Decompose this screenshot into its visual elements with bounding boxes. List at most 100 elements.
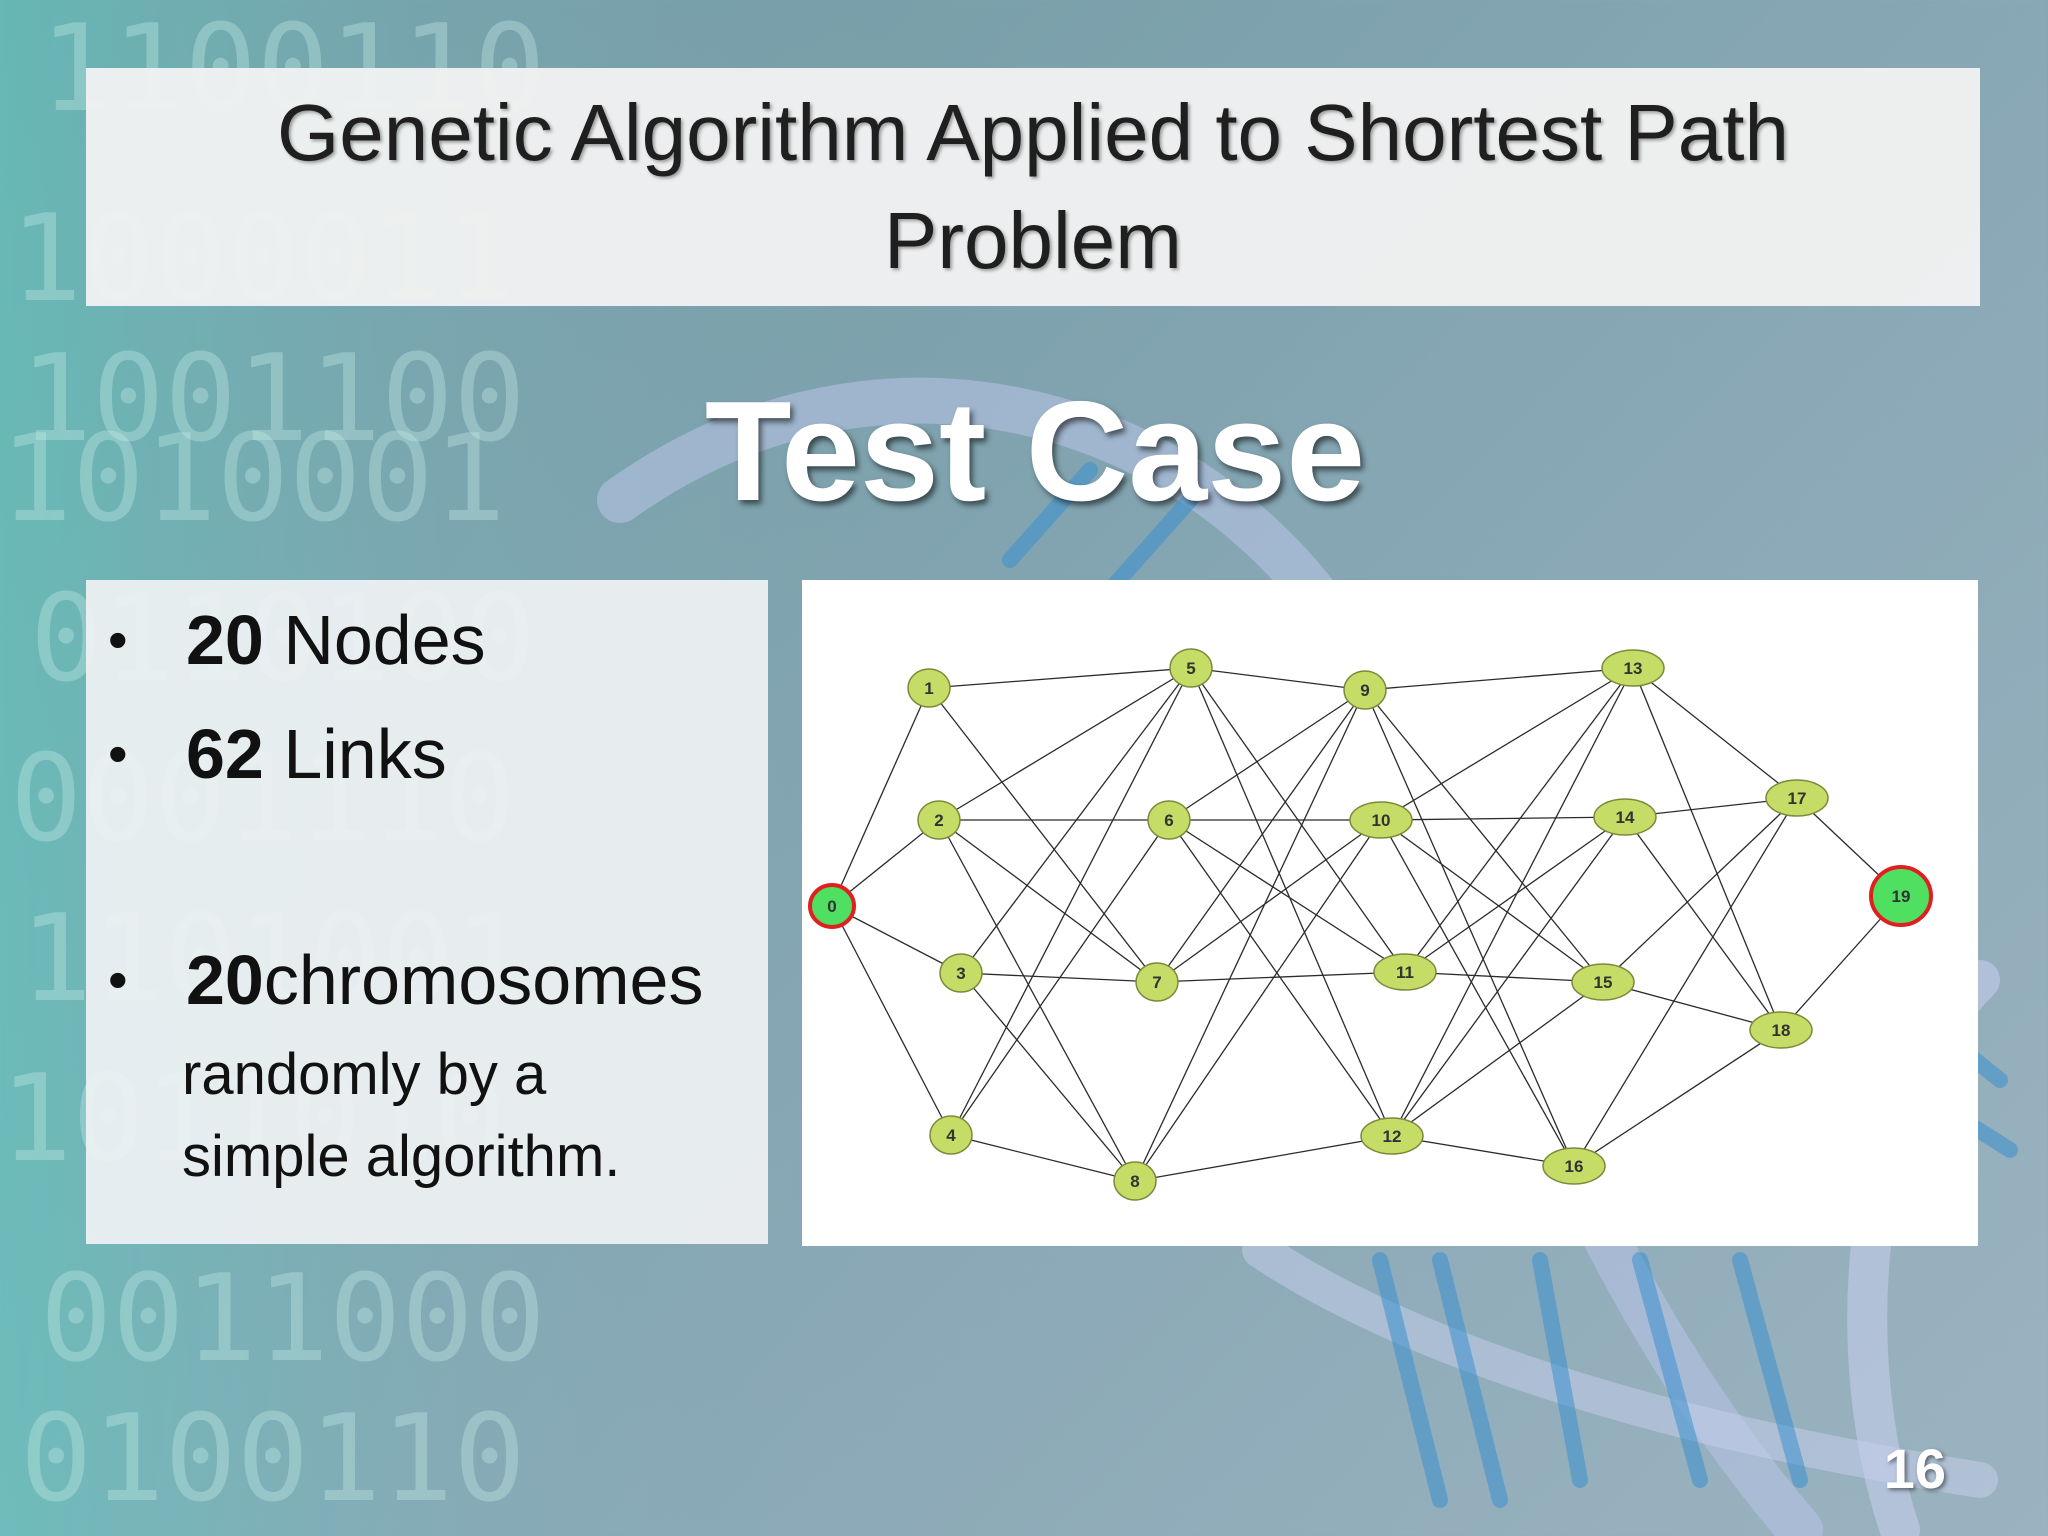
edge-10-15 [1380,819,1604,983]
edge-11-15 [1404,971,1604,983]
node-6-label: 6 [1164,811,1173,830]
bullet-dot-icon: • [108,948,128,1011]
node-2-label: 2 [934,811,943,830]
node-17-shape [1765,779,1829,817]
edge-7-10 [1156,819,1382,983]
node-3: 3 [939,953,983,993]
node-12: 12 [1360,1117,1424,1155]
node-13: 13 [1601,649,1665,687]
node-5: 5 [1169,648,1213,688]
node-19: 19 [1869,865,1933,927]
edge-10-16 [1380,819,1575,1167]
bullet-number: 20 [186,941,264,1019]
node-0-label: 0 [827,897,836,916]
node-2: 2 [917,800,961,840]
node-11: 11 [1373,953,1437,991]
edge-10-13 [1380,667,1634,821]
node-8-label: 8 [1130,1172,1139,1191]
node-3-label: 3 [956,964,965,983]
node-18-shape [1749,1011,1813,1049]
bullet-panel: • 20 Nodes • 62 Links • 20chromosomes ra… [86,580,768,1244]
edge-15-17 [1602,797,1798,983]
svg-text:1010001: 1010001 [0,410,506,549]
edge-5-9 [1190,667,1366,691]
node-1: 1 [907,668,951,708]
node-8: 8 [1113,1161,1157,1201]
node-0: 0 [808,883,856,929]
bullet-item: • 20chromosomes [108,944,703,1016]
bullet-item: • 20 Nodes [108,604,486,676]
edge-1-7 [928,687,1158,983]
edge-6-9 [1168,689,1366,821]
node-7-shape [1135,962,1179,1002]
node-17-label: 17 [1788,789,1807,808]
bullet-item: • 62 Links [108,718,447,790]
node-15-shape [1571,963,1635,1001]
bullet-dot-icon: • [108,722,128,785]
node-10-shape [1349,801,1413,839]
node-3-shape [939,953,983,993]
edge-13-17 [1632,667,1798,799]
page-number: 16 [1883,1437,1946,1500]
edge-12-13 [1391,667,1634,1137]
node-14: 14 [1593,798,1657,836]
slide-subtitle: Test Case [704,372,1366,531]
edge-3-5 [960,667,1192,974]
node-4-label: 4 [946,1126,956,1145]
node-10: 10 [1349,801,1413,839]
node-9: 9 [1343,670,1387,710]
edge-11-13 [1404,667,1634,973]
node-15-label: 15 [1594,973,1613,992]
edge-9-15 [1364,689,1604,983]
edge-12-14 [1391,816,1626,1137]
bullet-label: Nodes [263,601,486,679]
node-16-shape [1542,1147,1606,1185]
edge-9-16 [1364,689,1575,1167]
bullet-number: 20 [186,601,264,679]
bullet-number: 62 [186,715,264,793]
node-14-shape [1593,798,1657,836]
node-8-shape [1113,1161,1157,1201]
edge-0-3 [831,905,962,974]
node-4: 4 [929,1115,973,1155]
edge-7-9 [1156,689,1366,983]
node-1-shape [907,668,951,708]
edge-9-13 [1364,667,1634,691]
node-13-label: 13 [1624,659,1643,678]
node-19-shape [1869,865,1933,927]
edge-5-12 [1190,667,1393,1137]
node-12-shape [1360,1117,1424,1155]
bullet-subtext: randomly by a [182,1042,547,1107]
node-17: 17 [1765,779,1829,817]
node-9-shape [1343,670,1387,710]
edge-16-17 [1573,797,1798,1167]
edge-8-12 [1134,1135,1393,1182]
graph-edges [831,667,1902,1182]
edge-2-5 [938,667,1192,821]
node-9-label: 9 [1360,681,1369,700]
edge-4-5 [950,667,1192,1136]
node-5-label: 5 [1186,659,1195,678]
node-4-shape [929,1115,973,1155]
edge-8-9 [1134,689,1366,1182]
edge-4-8 [950,1134,1136,1182]
node-2-shape [917,800,961,840]
edge-6-11 [1168,819,1406,973]
node-12-label: 12 [1383,1127,1402,1146]
node-15: 15 [1571,963,1635,1001]
node-16-label: 16 [1565,1157,1584,1176]
node-7-label: 7 [1152,973,1161,992]
edge-1-5 [928,667,1192,689]
svg-text:0100110: 0100110 [20,1390,526,1529]
edge-10-14 [1380,816,1626,821]
node-13-shape [1601,649,1665,687]
edge-15-18 [1602,981,1782,1031]
bullet-label: Links [263,715,447,793]
edge-16-18 [1573,1029,1782,1167]
edge-12-15 [1391,981,1604,1137]
edge-3-8 [960,972,1136,1182]
node-1-label: 1 [924,679,933,698]
title-banner: Genetic Algorithm Applied to Shortest Pa… [86,68,1980,306]
